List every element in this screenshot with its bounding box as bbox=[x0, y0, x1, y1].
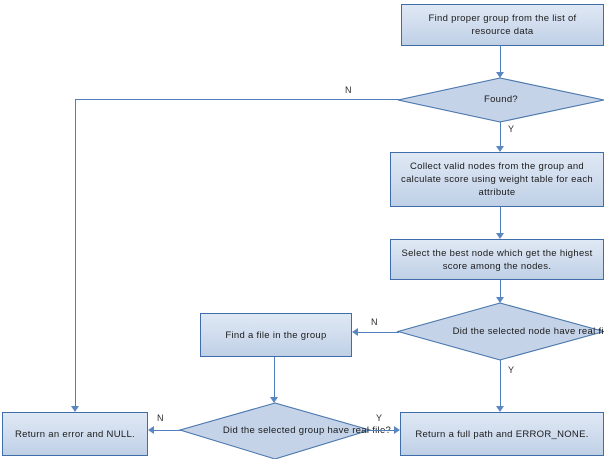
connector-groupfile-no bbox=[154, 430, 182, 431]
arrowhead-return-error-top bbox=[71, 406, 79, 412]
edge-label-found-yes: Y bbox=[508, 124, 515, 134]
connector-select-to-nodefile bbox=[500, 280, 501, 297]
node-node-have-real-file-label: Did the selected node have real file? bbox=[452, 325, 604, 337]
arrowhead-returnfullpath-top bbox=[496, 406, 504, 412]
node-collect-valid-nodes[interactable]: Collect valid nodes from the group and c… bbox=[390, 152, 604, 207]
connector-findgroup-to-found bbox=[500, 46, 501, 72]
connector-collect-to-select bbox=[500, 207, 501, 233]
node-node-have-real-file[interactable]: Did the selected node have real file? bbox=[396, 302, 604, 361]
edge-label-nodefile-no: N bbox=[371, 317, 378, 327]
arrowhead-returnfullpath-left bbox=[394, 426, 400, 434]
connector-found-yes bbox=[500, 122, 501, 146]
node-find-a-file[interactable]: Find a file in the group bbox=[200, 313, 352, 357]
node-find-proper-group-label: Find proper group from the list of resou… bbox=[428, 13, 577, 37]
node-find-proper-group[interactable]: Find proper group from the list of resou… bbox=[401, 4, 604, 46]
connector-findfile-to-groupfile bbox=[274, 357, 275, 397]
connector-nodefile-yes bbox=[500, 360, 501, 406]
connector-groupfile-yes bbox=[369, 430, 395, 431]
node-select-best-node-label: Select the best node which get the highe… bbox=[401, 247, 593, 272]
node-return-error-label: Return an error and NULL. bbox=[15, 428, 135, 440]
arrowhead-collect-top bbox=[496, 146, 504, 152]
node-group-have-real-file-label: Did the selected group have real file? bbox=[222, 425, 392, 436]
arrowhead-found-top bbox=[496, 72, 504, 78]
node-group-have-real-file[interactable]: Did the selected group have real file? bbox=[178, 402, 391, 459]
arrowhead-returnerror-right bbox=[148, 426, 154, 434]
arrowhead-groupfile-top bbox=[270, 397, 278, 403]
edge-label-found-no: N bbox=[345, 85, 352, 95]
node-find-a-file-label: Find a file in the group bbox=[225, 329, 327, 341]
arrowhead-select-top bbox=[496, 233, 504, 239]
node-return-error[interactable]: Return an error and NULL. bbox=[2, 412, 148, 456]
node-found[interactable]: Found? bbox=[397, 77, 604, 123]
arrowhead-findfile-right bbox=[352, 328, 358, 336]
connector-found-no-vertical bbox=[75, 99, 76, 406]
arrowhead-nodefile-top bbox=[496, 297, 504, 303]
node-select-best-node[interactable]: Select the best node which get the highe… bbox=[390, 239, 604, 280]
node-return-full-path-label: Return a full path and ERROR_NONE. bbox=[415, 428, 589, 440]
edge-label-groupfile-no: N bbox=[157, 413, 164, 423]
node-found-label: Found? bbox=[483, 94, 519, 105]
node-collect-valid-nodes-label: Collect valid nodes from the group and c… bbox=[401, 161, 593, 198]
node-return-full-path[interactable]: Return a full path and ERROR_NONE. bbox=[400, 412, 604, 456]
edge-label-nodefile-yes: Y bbox=[508, 365, 515, 375]
connector-found-no-horizontal bbox=[75, 99, 399, 100]
connector-nodefile-no bbox=[358, 332, 399, 333]
groupfile-diamond-shape bbox=[178, 402, 372, 459]
edge-label-groupfile-yes: Y bbox=[376, 413, 383, 423]
